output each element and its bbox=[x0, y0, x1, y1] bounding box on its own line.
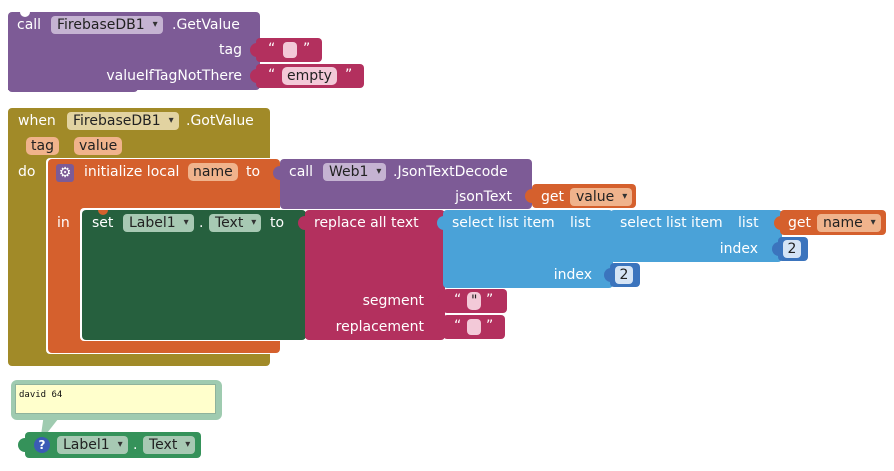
inner-select-label: select list item bbox=[620, 215, 723, 231]
outer-select-label: select list item bbox=[452, 215, 555, 231]
local-init-label: initialize local bbox=[84, 164, 180, 180]
segment-quote-close: ” bbox=[486, 292, 494, 308]
get-name-word: get bbox=[788, 215, 811, 231]
replacement-text-field[interactable] bbox=[467, 319, 481, 335]
getvalue-method: .GetValue bbox=[172, 17, 240, 33]
segment-text-field[interactable]: " bbox=[467, 292, 482, 310]
set-property-name: Text bbox=[215, 215, 244, 231]
outer-index-tab bbox=[604, 268, 611, 282]
label-getter-dot: . bbox=[133, 437, 138, 453]
local-in-word: in bbox=[57, 215, 70, 231]
replace-text-tab bbox=[298, 216, 305, 230]
param-value[interactable]: value bbox=[74, 137, 123, 155]
label-getter-component-dropdown[interactable]: Label1 ▾ bbox=[57, 436, 128, 454]
json-arg-label: jsonText bbox=[455, 189, 512, 205]
gotvalue-component-dropdown[interactable]: FirebaseDB1 ▾ bbox=[67, 112, 179, 130]
tag-quote-open: “ bbox=[268, 41, 276, 57]
replacement-label: replacement bbox=[335, 319, 424, 335]
set-component-name: Label1 bbox=[129, 215, 176, 231]
default-text-tab bbox=[250, 69, 257, 83]
getvalue-notch bbox=[20, 12, 30, 17]
outer-select-list-label: list bbox=[570, 215, 591, 231]
segment-text-tab bbox=[437, 294, 444, 308]
tag-quote-close: ” bbox=[303, 41, 311, 57]
json-component-dropdown[interactable]: Web1 ▾ bbox=[323, 163, 387, 181]
set-property-dropdown[interactable]: Text ▾ bbox=[209, 214, 262, 232]
replace-text-block[interactable] bbox=[305, 210, 445, 340]
inner-select-tab bbox=[604, 216, 611, 230]
local-var-name[interactable]: name bbox=[188, 163, 238, 181]
getvalue-tag-label: tag bbox=[219, 42, 242, 58]
getvalue-default-label: valueIfTagNotThere bbox=[106, 68, 242, 84]
get-value-word: get bbox=[541, 189, 564, 205]
chevron-down-icon: ▾ bbox=[376, 166, 382, 177]
inner-select-list-label: list bbox=[738, 215, 759, 231]
gear-icon[interactable]: ⚙ bbox=[56, 164, 74, 182]
gotvalue-event-name: .GotValue bbox=[186, 113, 254, 129]
get-value-tab bbox=[525, 189, 532, 203]
get-name-tab bbox=[774, 216, 781, 230]
replacement-quote-close: ” bbox=[486, 318, 494, 334]
json-decode-tab bbox=[273, 166, 280, 180]
label-getter-property-dropdown[interactable]: Text ▾ bbox=[143, 436, 196, 454]
getvalue-component-dropdown[interactable]: FirebaseDB1 ▾ bbox=[51, 16, 163, 34]
inner-index-value[interactable]: 2 bbox=[783, 240, 801, 258]
chevron-down-icon: ▾ bbox=[622, 191, 628, 202]
inner-index-tab bbox=[772, 242, 779, 256]
default-quote-open: “ bbox=[268, 67, 276, 83]
json-decode-block[interactable] bbox=[280, 159, 532, 209]
tag-text-field[interactable] bbox=[283, 42, 297, 58]
getvalue-call-bottom bbox=[8, 86, 138, 92]
json-call-word: call bbox=[289, 164, 314, 180]
inner-select-index-label: index bbox=[719, 241, 758, 257]
json-method: .JsonTextDecode bbox=[393, 164, 508, 180]
outer-select-index-label: index bbox=[553, 267, 592, 283]
outer-select-block[interactable] bbox=[443, 210, 613, 288]
comment-text: david 64 bbox=[19, 390, 63, 400]
outer-index-value[interactable]: 2 bbox=[615, 266, 633, 284]
set-dot: . bbox=[199, 215, 204, 231]
gotvalue-when-word: when bbox=[18, 113, 56, 129]
question-icon[interactable]: ? bbox=[34, 437, 50, 453]
label-getter-component-name: Label1 bbox=[63, 437, 110, 453]
tag-text-tab bbox=[250, 43, 257, 57]
gotvalue-component-name: FirebaseDB1 bbox=[73, 113, 161, 129]
getvalue-call-word: call bbox=[17, 17, 42, 33]
chevron-down-icon: ▾ bbox=[251, 217, 257, 228]
getvalue-component-name: FirebaseDB1 bbox=[57, 17, 145, 33]
segment-quote-open: “ bbox=[454, 292, 462, 308]
param-tag[interactable]: tag bbox=[26, 137, 59, 155]
default-text-field[interactable]: empty bbox=[282, 67, 337, 85]
label-getter-property-name: Text bbox=[149, 437, 178, 453]
set-label-block[interactable] bbox=[82, 210, 306, 340]
set-label-notch bbox=[98, 210, 108, 215]
chevron-down-icon: ▾ bbox=[183, 217, 189, 228]
json-component-name: Web1 bbox=[329, 164, 369, 180]
local-to-word: to bbox=[246, 164, 261, 180]
replace-text-label: replace all text bbox=[314, 215, 419, 231]
get-value-dropdown[interactable]: value ▾ bbox=[570, 188, 633, 206]
replacement-quote-open: “ bbox=[454, 318, 462, 334]
set-to-word: to bbox=[270, 215, 285, 231]
chevron-down-icon: ▾ bbox=[185, 439, 191, 450]
chevron-down-icon: ▾ bbox=[152, 19, 158, 30]
inner-select-block[interactable] bbox=[610, 210, 782, 262]
label-getter-tab bbox=[18, 438, 25, 452]
segment-label: segment bbox=[362, 293, 424, 309]
chevron-down-icon: ▾ bbox=[870, 217, 876, 228]
get-value-var: value bbox=[576, 189, 615, 205]
get-name-dropdown[interactable]: name ▾ bbox=[817, 214, 881, 232]
default-quote-close: ” bbox=[345, 67, 353, 83]
outer-select-tab bbox=[437, 216, 444, 230]
set-word: set bbox=[92, 215, 114, 231]
chevron-down-icon: ▾ bbox=[117, 439, 123, 450]
comment-box[interactable]: david 64 bbox=[15, 384, 216, 414]
gotvalue-do-word: do bbox=[18, 164, 36, 180]
get-name-var: name bbox=[823, 215, 863, 231]
set-component-dropdown[interactable]: Label1 ▾ bbox=[123, 214, 194, 232]
chevron-down-icon: ▾ bbox=[168, 115, 174, 126]
replacement-text-tab bbox=[437, 320, 444, 334]
